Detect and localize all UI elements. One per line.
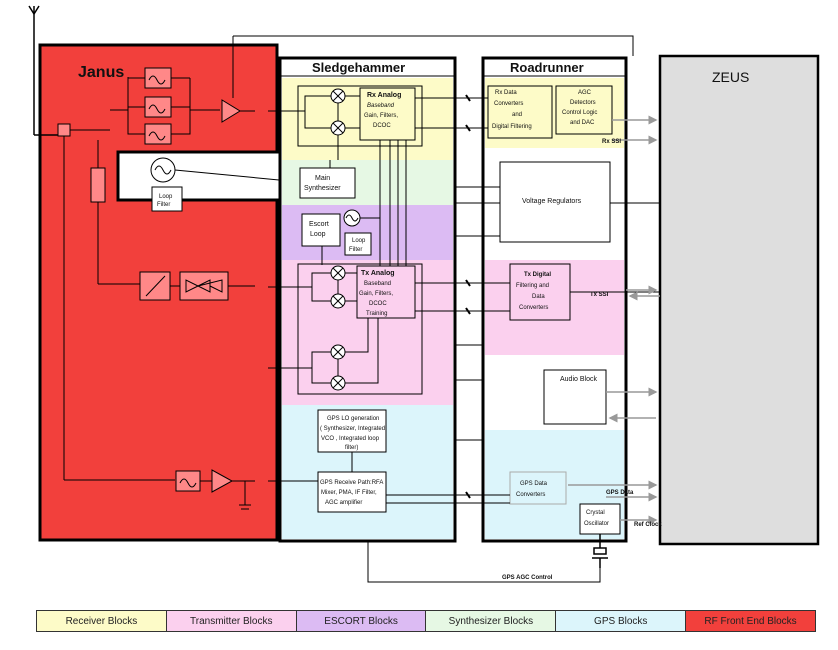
tx-analog-l5: Training (366, 311, 387, 317)
gps-agc-control-label: GPS AGC Control (502, 575, 553, 581)
legend-item: Transmitter Blocks (166, 611, 297, 631)
rx-analog-l1: Rx Analog (367, 92, 401, 99)
crystal-osc-l1: Crystal (586, 510, 605, 516)
rx-analog-l2: Baseband (367, 103, 395, 109)
legend-item: RF Front End Blocks (686, 611, 815, 631)
pa-stage-icon (179, 271, 229, 301)
loop-filter-2-l2: Filter (349, 247, 362, 253)
tx-analog-group (297, 263, 423, 395)
duplexer-switch-icon (57, 123, 71, 137)
loop-filter-1-l2: Filter (157, 202, 170, 208)
legend-item: Synthesizer Blocks (426, 611, 557, 631)
tx-digital-l4: Converters (519, 305, 548, 311)
sledgehammer-title: Sledgehammer (312, 60, 405, 75)
gps-rx-l1: GPS Receive Path:RFA (320, 480, 383, 486)
crystal-icon (592, 534, 608, 568)
legend-item: GPS Blocks (556, 611, 687, 631)
escort-loop-l1: Escort (309, 221, 329, 228)
gps-data-label: GPS Data (606, 490, 634, 496)
gps-lo-box (317, 409, 387, 453)
coupler-icon (90, 167, 106, 203)
rx-data-conv-l4: Digital Filtering (492, 124, 532, 130)
janus-title: Janus (78, 64, 124, 81)
gps-rx-l3: AGC amplifier (325, 500, 362, 506)
voltage-regulators-box (499, 161, 611, 243)
loop-filter-1-box (151, 186, 183, 212)
lna-amplifier-icon (221, 99, 241, 123)
gps-data-conv-l1: GPS Data (520, 481, 548, 487)
audio-block-label: Audio Block (560, 376, 597, 383)
tx-digital-l3: Data (532, 294, 545, 300)
agc-l3: Control Logic (562, 110, 597, 116)
escort-loop-l2: Loop (310, 231, 326, 238)
rx-data-converters-box (487, 85, 553, 139)
rx-data-conv-l2: Converters (494, 101, 523, 107)
gps-lo-l3: VCO , Integrated loop (321, 436, 380, 442)
main-synth-l2: Synthesizer (304, 185, 341, 192)
tx-ssi-label: Tx SSI (590, 292, 609, 298)
roadrunner-title: Roadrunner (510, 60, 584, 75)
zeus-block (658, 54, 820, 546)
tx-analog-l3: Gain, Filters, (359, 291, 393, 297)
ref-clock-label: Ref Clock (634, 522, 662, 528)
voltage-regulators-label: Voltage Regulators (522, 198, 582, 205)
gps-lo-l1: GPS LO generation (327, 416, 379, 422)
tx-analog-l4: DCOC (369, 301, 387, 307)
tx-digital-l1: Tx Digital (524, 272, 551, 278)
tx-digital-l2: Filtering and (516, 283, 549, 289)
tx-digital-box (509, 263, 571, 321)
rx-analog-l4: DCOC (373, 123, 391, 129)
gps-lo-l4: filter) (345, 445, 358, 451)
legend-item: ESCORT Blocks (296, 611, 427, 631)
agc-l1: AGC (578, 90, 592, 96)
agc-l2: Detectors (570, 100, 596, 106)
rx-data-conv-l1: Rx Data (495, 90, 517, 96)
agc-detectors-box (555, 85, 613, 135)
rx-analog-l3: Gain, Filters, (364, 113, 398, 119)
rx-ssi-label: Rx SSI (602, 139, 621, 145)
loop-filter-2-box (344, 232, 372, 256)
saw-filter-icon (144, 123, 172, 145)
crystal-osc-l2: Oscillator (584, 521, 609, 527)
gps-rx-l2: Mixer, PMA, IF Filter, (321, 490, 377, 496)
zeus-title: ZEUS (712, 69, 749, 85)
loop-filter-2-l1: Loop (352, 238, 366, 244)
tx-analog-l1: Tx Analog (361, 270, 395, 277)
gps-lo-l2: ( Synthesizer, Integrated (320, 426, 385, 432)
main-synthesizer-box (299, 167, 356, 199)
gps-data-converters-box (509, 471, 567, 505)
crystal-oscillator-box (579, 503, 621, 535)
main-synth-l1: Main (315, 175, 330, 182)
gps-data-conv-l2: Converters (516, 492, 545, 498)
agc-l4: and DAC (570, 120, 595, 126)
audio-block-box (543, 369, 607, 425)
escort-loop-box (301, 213, 341, 247)
rx-data-conv-l3: and (512, 112, 522, 118)
saw-filter-icon (144, 67, 172, 89)
antenna-icon (28, 5, 58, 136)
tx-analog-l2: Baseband (364, 281, 391, 287)
rx-analog-group (297, 85, 423, 147)
loop-filter-1-l1: Loop (159, 194, 173, 200)
saw-filter-icon (144, 96, 172, 118)
legend-item: Receiver Blocks (37, 611, 167, 631)
gps-saw-icon (175, 470, 201, 492)
